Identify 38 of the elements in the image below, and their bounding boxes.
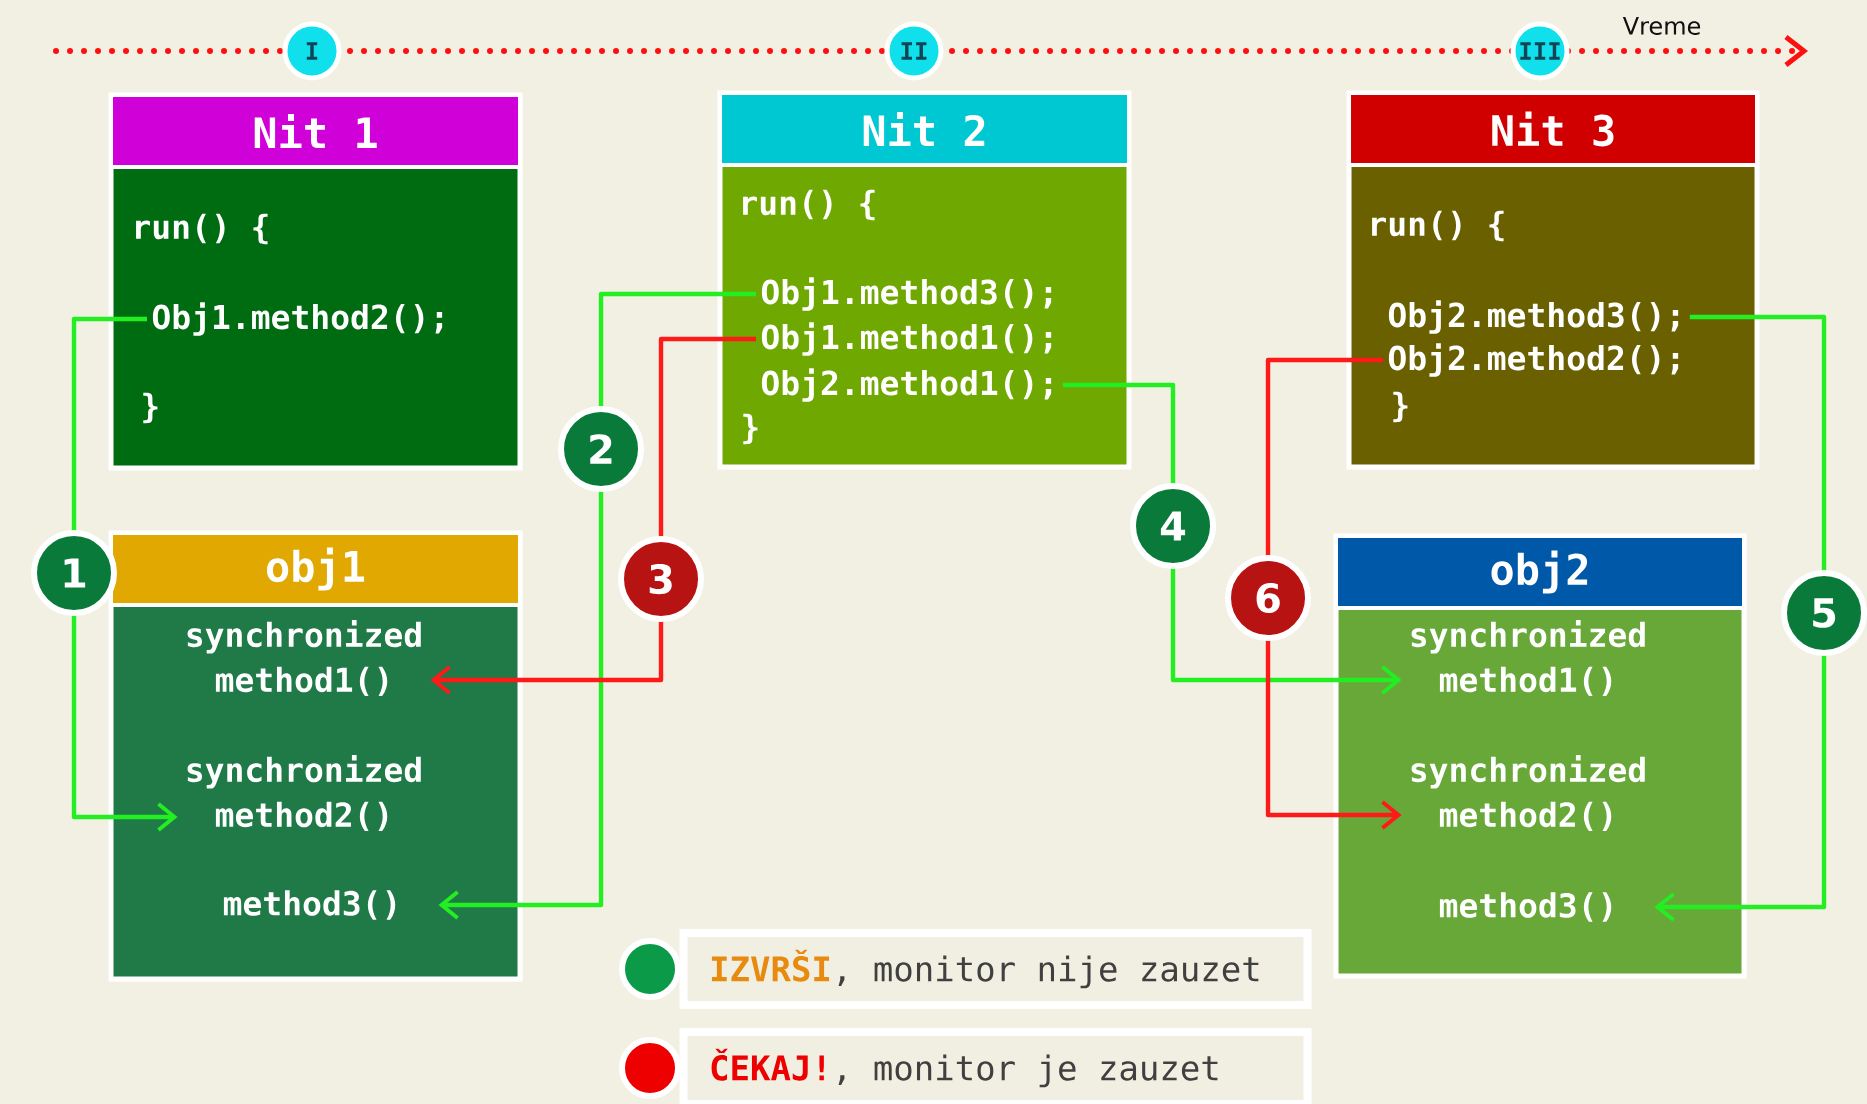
connector-arrow bbox=[1265, 357, 1402, 830]
connector-arrow bbox=[71, 316, 178, 832]
thread-box bbox=[108, 92, 523, 471]
method-label: synchronized method1() bbox=[1411, 619, 1645, 697]
method-label: synchronized method2() bbox=[187, 754, 421, 832]
code-line: Obj2.method1(); bbox=[761, 368, 1052, 402]
code-line: Obj1.method2(); bbox=[152, 302, 443, 336]
code-text: run() { bbox=[1372, 210, 1504, 242]
code-line: Obj1.method1(); bbox=[761, 322, 1052, 356]
number-badge: 5 bbox=[1781, 570, 1867, 656]
connector-arrow bbox=[1654, 314, 1827, 922]
header-bar: obj2 bbox=[1334, 534, 1746, 610]
header-bar: Nit 3 bbox=[1347, 91, 1759, 167]
header-bar: Nit 2 bbox=[718, 91, 1131, 167]
code-text: run() { bbox=[136, 213, 268, 245]
code-text: } bbox=[743, 413, 758, 445]
legend-entry: IZVRŠI, monitor nije zauzet bbox=[679, 929, 1312, 1009]
thread-box bbox=[717, 90, 1132, 470]
method-label: synchronized method1() bbox=[187, 619, 421, 697]
code-text: } bbox=[1393, 391, 1408, 423]
code-text: } bbox=[143, 392, 158, 424]
legend-entry: ČEKAJ!, monitor je zauzet bbox=[679, 1028, 1312, 1104]
connector-arrow bbox=[1062, 382, 1402, 695]
object-box bbox=[108, 530, 523, 982]
axis-label: Vreme bbox=[1622, 17, 1701, 35]
method-label: method3() bbox=[1439, 892, 1612, 922]
connector-arrow bbox=[438, 291, 756, 920]
code-line: Obj2.method2(); bbox=[1388, 343, 1679, 377]
header-bar: Nit 1 bbox=[109, 93, 522, 169]
object-box bbox=[1333, 533, 1747, 979]
method-label: synchronized method2() bbox=[1411, 754, 1645, 832]
connector-arrow bbox=[430, 336, 756, 695]
code-text: run() { bbox=[743, 189, 875, 221]
method-label: method3() bbox=[223, 890, 396, 920]
thread-box bbox=[1346, 90, 1760, 470]
code-line: Obj2.method3(); bbox=[1388, 300, 1679, 334]
header-bar: obj1 bbox=[109, 531, 522, 607]
code-line: Obj1.method3(); bbox=[761, 277, 1052, 311]
